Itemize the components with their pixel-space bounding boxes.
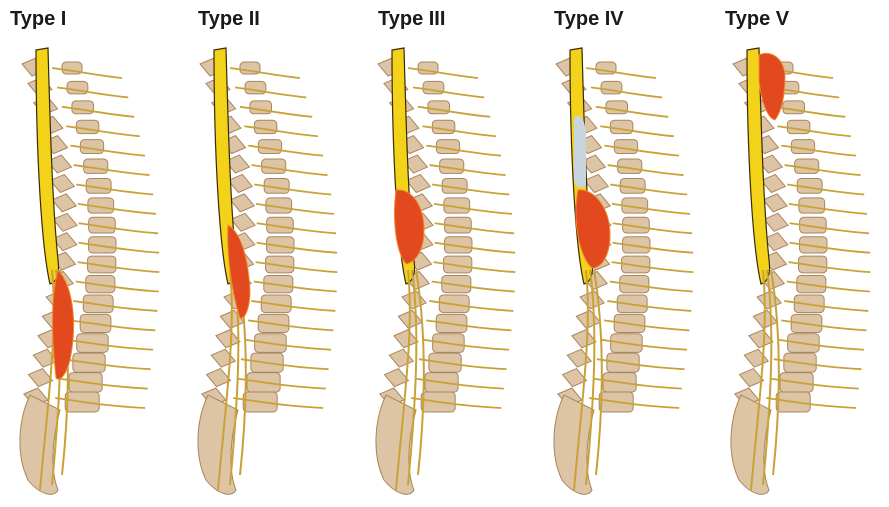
spinous-process <box>384 369 408 387</box>
nerve-root <box>52 68 122 78</box>
spinous-process <box>230 194 254 212</box>
spinous-process <box>584 174 608 192</box>
spinous-process <box>52 194 76 212</box>
vertebrae-group <box>20 58 116 494</box>
vertebrae-group <box>731 58 827 494</box>
spinous-process <box>389 349 413 367</box>
spinous-process <box>572 330 596 348</box>
spinous-process <box>567 349 591 367</box>
vertebra-body <box>76 120 98 133</box>
vertebra-body <box>436 140 459 154</box>
spinous-process <box>228 174 252 192</box>
panel-type-4: Type IV <box>534 0 712 507</box>
spine-illustration-icon <box>711 0 889 507</box>
spine-illustration-icon <box>178 0 356 507</box>
spinous-process <box>50 174 74 192</box>
spinous-process <box>764 213 788 231</box>
vertebra-body <box>80 140 103 154</box>
panel-type-2: Type II <box>178 0 356 507</box>
vertebra-body <box>614 140 637 154</box>
spinous-process <box>562 369 586 387</box>
panel-type-5: Type V <box>711 0 889 507</box>
spinous-process <box>761 174 785 192</box>
nerve-root <box>230 68 300 78</box>
panel-type-1: Type I <box>0 0 178 507</box>
spinous-process <box>28 369 52 387</box>
spine-illustration-icon <box>0 0 178 507</box>
vertebra-body <box>610 120 632 133</box>
vertebra-body <box>254 120 276 133</box>
spinous-process <box>739 369 763 387</box>
lesion-highlight <box>53 270 74 379</box>
nerve-root <box>586 68 656 78</box>
spinous-process <box>763 194 787 212</box>
spinous-process <box>211 349 235 367</box>
panel-type-3: Type III <box>356 0 534 507</box>
vertebra-body <box>791 140 814 154</box>
vertebrae-group <box>376 58 472 494</box>
nerve-root <box>408 68 478 78</box>
spinous-process <box>394 330 418 348</box>
spine-illustration-icon <box>534 0 712 507</box>
vertebrae-group <box>554 58 650 494</box>
syrinx-highlight <box>574 116 586 188</box>
vertebra-body <box>258 140 281 154</box>
spinous-process <box>749 330 773 348</box>
spinous-process <box>206 369 230 387</box>
vertebra-body <box>432 120 454 133</box>
spine-illustration-icon <box>356 0 534 507</box>
vertebra-body <box>787 120 809 133</box>
spinous-process <box>231 213 255 231</box>
spinous-process <box>53 213 77 231</box>
spinous-process <box>216 330 240 348</box>
spinous-process <box>406 174 430 192</box>
spinous-process <box>744 349 768 367</box>
